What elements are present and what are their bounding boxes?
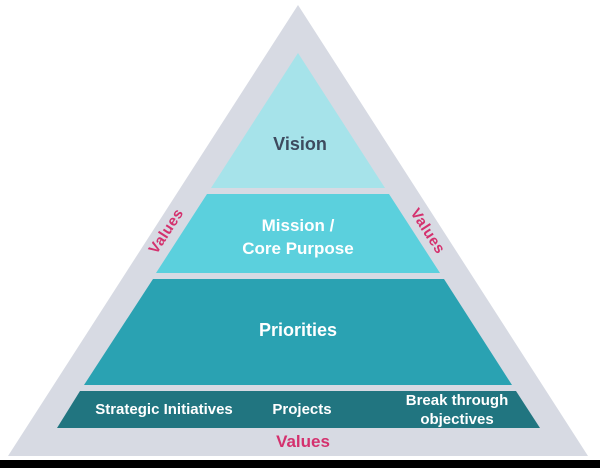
- priorities-layer: [84, 279, 512, 385]
- mission-label-line1: Mission /: [262, 216, 335, 235]
- mission-layer: [156, 194, 440, 273]
- bottom-edge-bar: [0, 460, 600, 468]
- projects-label: Projects: [272, 401, 331, 418]
- priorities-label: Priorities: [259, 320, 337, 340]
- breakthrough-objectives-label-line1: Break through: [406, 392, 509, 409]
- foundation-layer: [57, 391, 540, 428]
- breakthrough-objectives-label-line2: objectives: [420, 411, 493, 428]
- mission-label-line2: Core Purpose: [242, 239, 353, 258]
- vision-layer: [211, 53, 385, 188]
- strategic-initiatives-label: Strategic Initiatives: [95, 401, 233, 418]
- values-label-bottom: Values: [276, 432, 330, 451]
- vision-label: Vision: [273, 134, 327, 154]
